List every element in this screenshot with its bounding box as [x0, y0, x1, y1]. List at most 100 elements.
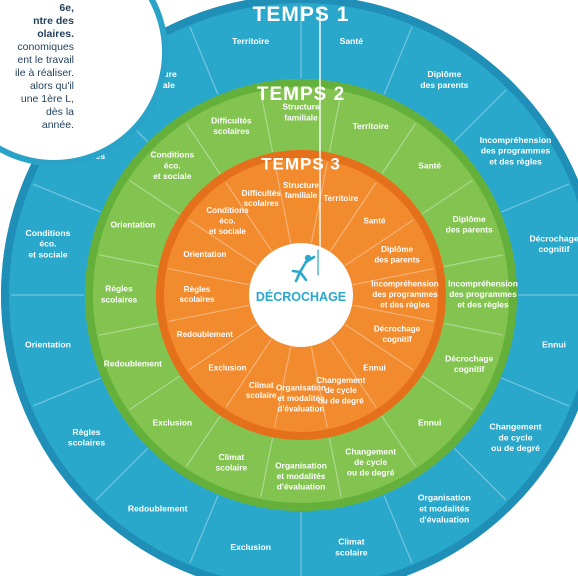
ring-1-divider — [501, 183, 570, 213]
ring-3-segment-label: Ennui — [363, 364, 385, 373]
ring-3-divider — [188, 323, 258, 371]
ring-2-segment-label: Territoire — [353, 121, 389, 131]
ring-1-divider — [189, 495, 219, 564]
ring-1-divider — [454, 89, 507, 142]
ring-3-divider — [310, 346, 328, 428]
ring-1-segment-label: Exclusion — [230, 542, 271, 552]
ring-1-segment-label: Territoire — [232, 36, 269, 46]
ring-1-divider — [95, 448, 148, 501]
callout-line: dès la — [45, 106, 74, 118]
center-disc — [249, 243, 353, 347]
center-label: DÉCROCHAGE — [256, 289, 346, 304]
callout-line: année. — [41, 119, 74, 131]
ring-2-divider — [98, 322, 158, 336]
ring-2-divider — [422, 375, 473, 410]
ring-2-divider — [328, 438, 342, 498]
ring-2-divider — [129, 180, 180, 215]
ring-2-divider — [422, 180, 473, 215]
callout-line: alors qu'il — [29, 80, 74, 92]
ring-3-title-band — [156, 150, 446, 440]
ring-3-divider — [225, 338, 273, 408]
ring-3-divider — [168, 304, 250, 322]
ring-2-divider — [260, 438, 274, 498]
ring-3-segment-label: Santé — [364, 217, 387, 226]
ring-3-divider — [344, 323, 414, 371]
ring-3-segment-label: Orientation — [183, 250, 226, 259]
ring-3-segment-label: Redoublement — [177, 330, 234, 339]
ring-3-title: TEMPS 3 — [261, 154, 341, 173]
ring-2-divider — [260, 92, 274, 152]
ring-2-divider — [186, 123, 221, 174]
ring-3-divider — [352, 268, 434, 286]
ring-2-title: TEMPS 2 — [257, 84, 345, 105]
ring-1-segment-label: Redoublement — [128, 504, 188, 514]
ring-3-divider — [188, 219, 258, 267]
ring-2-divider — [444, 322, 504, 336]
ring-2-segment-label: Redoublement — [104, 359, 162, 369]
ring-1-divider — [383, 495, 413, 564]
ring-1-segment-label: Ennui — [542, 340, 566, 350]
ring-3-divider — [329, 182, 377, 252]
ring-3-divider — [168, 268, 250, 286]
ring-1-divider — [189, 26, 219, 95]
ring-2-segment-label: Santé — [418, 161, 441, 171]
callout-line: conomiques — [17, 41, 74, 53]
ring-2-segment-label: Ennui — [418, 418, 441, 428]
ring-3-divider — [344, 219, 414, 267]
callout-line: une 1ère L, — [20, 93, 74, 105]
ring-2-divider — [186, 416, 221, 467]
callout-line: olaires. — [37, 28, 74, 40]
ring-1-divider — [501, 377, 570, 407]
ring-3-divider — [274, 346, 292, 428]
ring-1-segment-label: Orientation — [25, 340, 71, 350]
ring-3-divider — [352, 304, 434, 322]
ring-2-divider — [381, 123, 416, 174]
ring-2-divider — [381, 416, 416, 467]
ring-3-segment-label: Territoire — [323, 194, 358, 203]
ring-2-title-band — [85, 79, 517, 511]
ring-3-divider — [274, 162, 292, 244]
ring-3-divider — [329, 338, 377, 408]
ring-1-title: TEMPS 1 — [253, 3, 350, 26]
ring-1-divider — [32, 377, 101, 407]
ring-1-segment-label: Santé — [340, 36, 364, 46]
ring-1-divider — [32, 183, 101, 213]
callout-line: 6e, — [59, 2, 74, 14]
ring-2-segment-label: Orientation — [111, 220, 156, 230]
ring-2-divider — [129, 375, 180, 410]
ring-1-divider — [383, 26, 413, 95]
ring-2-divider — [444, 254, 504, 268]
ring-1-divider — [454, 448, 507, 501]
ring-2-divider — [98, 254, 158, 268]
ring-2-segment-label: Exclusion — [153, 418, 193, 428]
callout-line: ile à réaliser. — [15, 67, 74, 79]
